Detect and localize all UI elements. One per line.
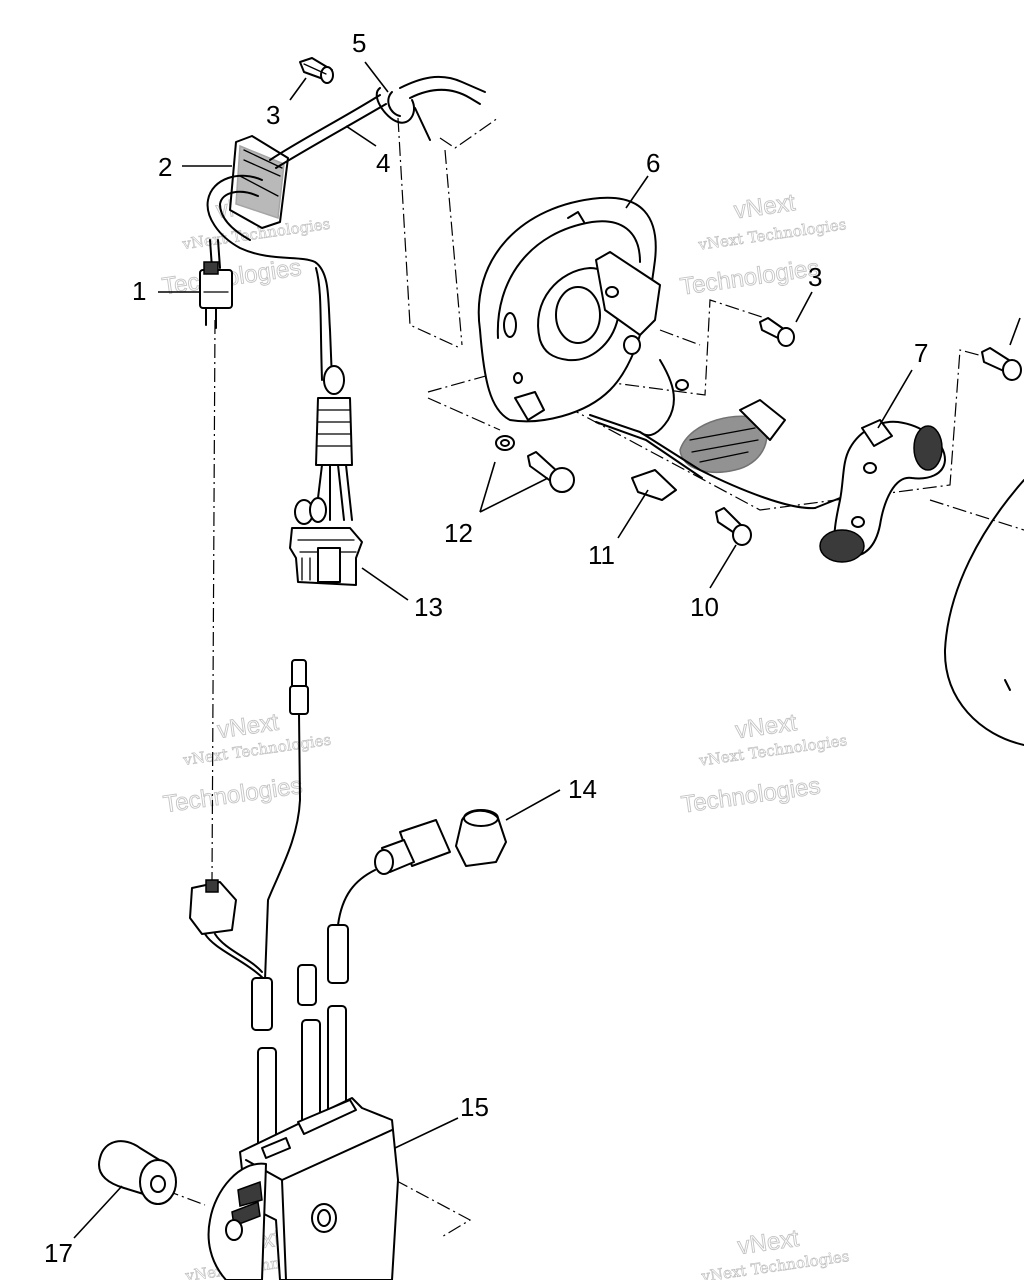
watermark-mid-right: vNext vNext Technologies Technologies [679, 709, 848, 819]
callout-labels: 1 2 3 4 5 6 3 7 12 11 10 13 14 15 17 [44, 28, 928, 1268]
assembly-lines [164, 117, 1024, 1239]
callout-15: 15 [460, 1092, 489, 1122]
ignition-coil-part-15 [207, 1097, 399, 1280]
svg-text:vNext Technologies: vNext Technologies [696, 215, 847, 254]
svg-text:Technologies: Technologies [680, 772, 823, 818]
cable-part-4 [206, 94, 387, 381]
screw-part-10 [715, 507, 752, 546]
plate-part-2 [229, 135, 289, 229]
callout-2: 2 [158, 152, 172, 182]
callout-1: 1 [132, 276, 146, 306]
wire-harness-lower [189, 659, 309, 1149]
callout-14: 14 [568, 774, 597, 804]
svg-text:vNext: vNext [732, 189, 797, 224]
callout-3-right: 3 [808, 262, 822, 292]
svg-text:Technologies: Technologies [678, 254, 821, 300]
callout-4: 4 [376, 148, 390, 178]
callout-3-top: 3 [266, 100, 280, 130]
screw-washer-part-12 [495, 435, 575, 493]
callout-17: 17 [44, 1238, 73, 1268]
callout-5: 5 [352, 28, 366, 58]
coil-leads [297, 964, 347, 1129]
svg-text:Technologies: Technologies [162, 772, 305, 818]
watermark-top-right: vNext vNext Technologies Technologies [678, 189, 848, 301]
connector-block-part-13 [289, 527, 363, 586]
clip-part-5 [375, 75, 486, 141]
plug-cap-part-14 [327, 809, 507, 984]
pickup-part-7 [814, 419, 946, 563]
callout-7: 7 [914, 338, 928, 368]
callout-11: 11 [588, 540, 615, 570]
grommet-part-17 [98, 1140, 177, 1205]
screw-part-3-right [759, 317, 795, 347]
coil-part-11 [589, 359, 816, 510]
callout-6: 6 [646, 148, 660, 178]
harness-coil [294, 365, 353, 525]
callout-13: 13 [414, 592, 443, 622]
leader-lines [73, 61, 1021, 1239]
screw-part-3-far-right [981, 347, 1022, 381]
flywheel-edge [943, 479, 1024, 746]
callout-10: 10 [690, 592, 719, 622]
callout-12: 12 [444, 518, 473, 548]
watermark-bottom-right: vNext vNext Technologies [699, 1224, 851, 1280]
watermark-mid-left: vNext vNext Technologies Technologies [161, 708, 332, 818]
connector-part-1 [199, 239, 233, 329]
screw-part-3-top [299, 57, 334, 84]
stator-plate-part-6 [477, 196, 689, 423]
